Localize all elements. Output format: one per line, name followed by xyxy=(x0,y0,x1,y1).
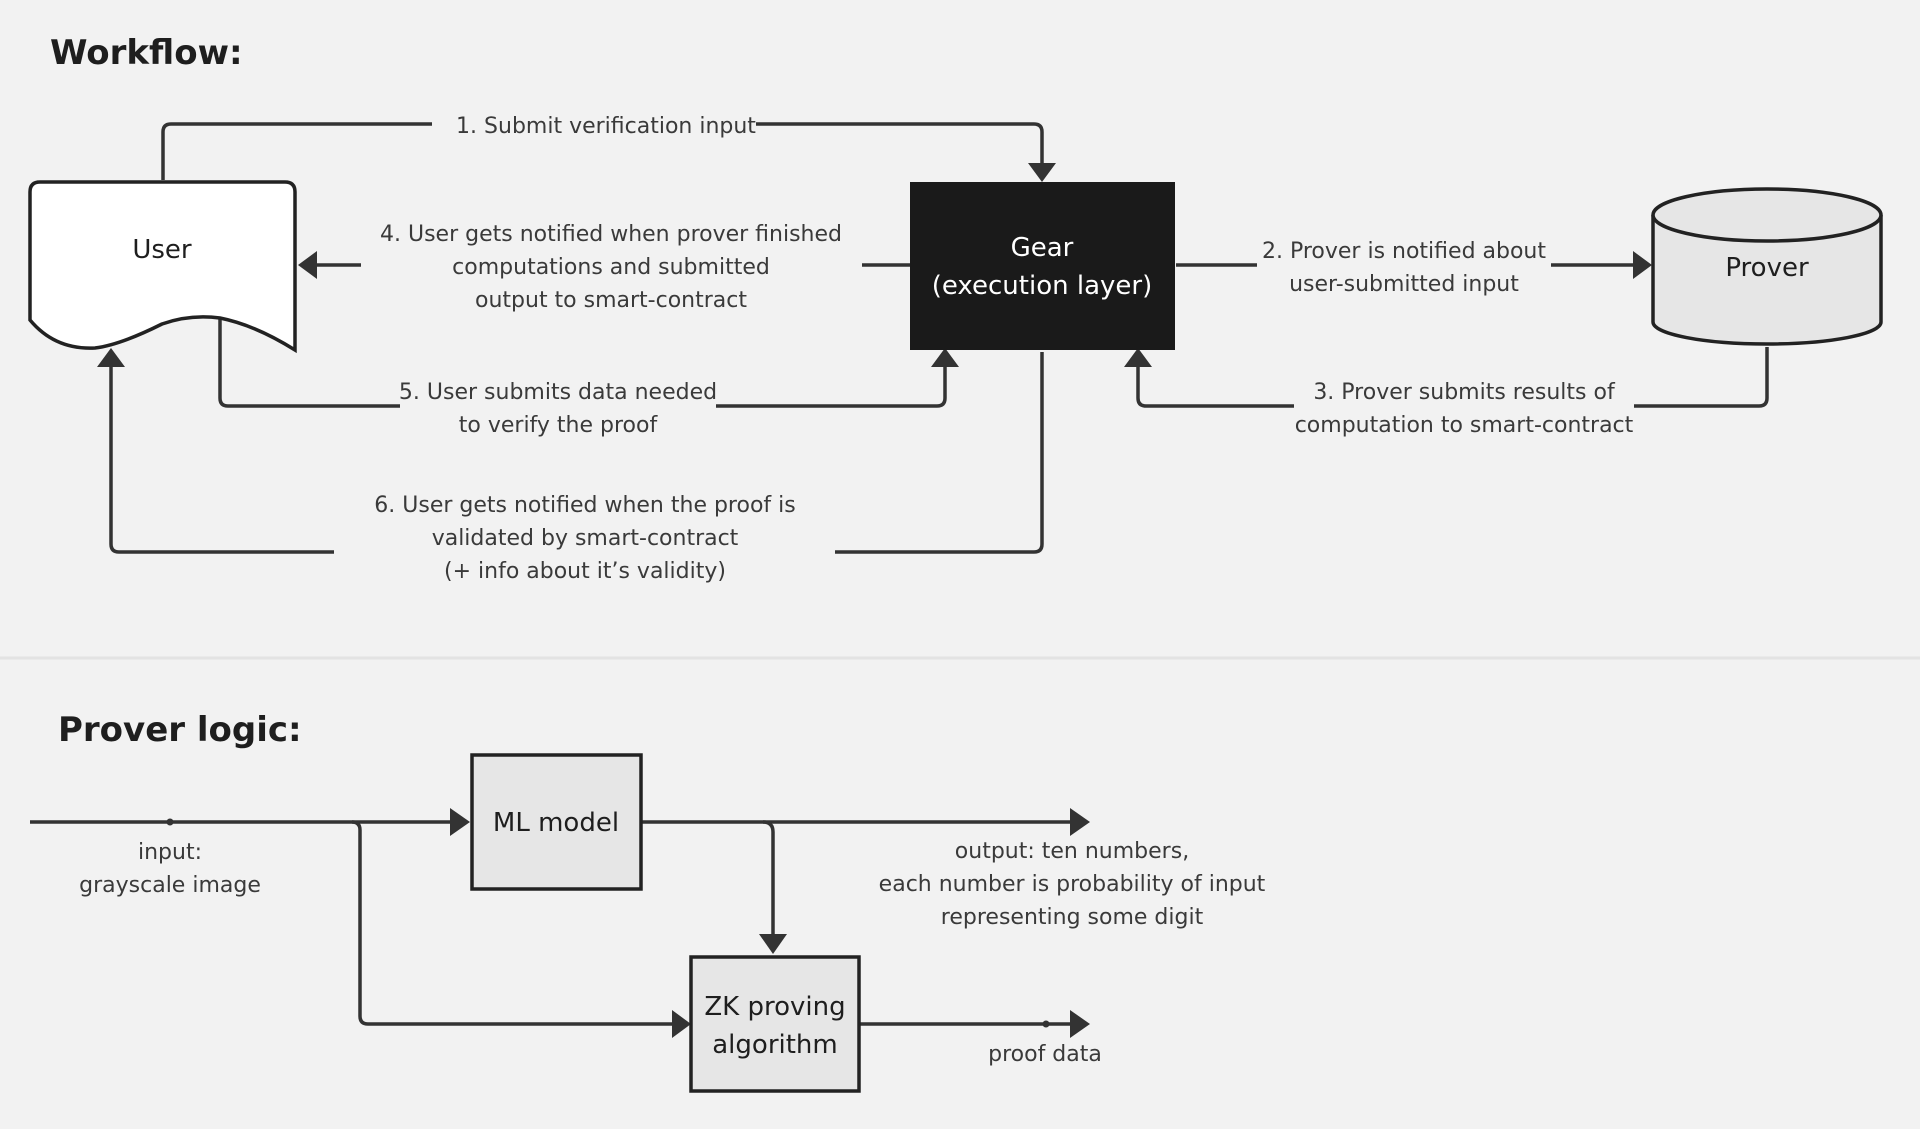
edge-step3-left xyxy=(1136,362,1294,408)
step6-label-line2: validated by smart-contract xyxy=(432,526,739,551)
step1-label: 1. Submit verification input xyxy=(456,114,756,139)
step3-label-line2: computation to smart-contract xyxy=(1295,413,1634,438)
edge-step3-right xyxy=(1634,347,1769,408)
step4-label-line2: computations and submitted xyxy=(452,255,770,280)
arrowhead-step1 xyxy=(1028,163,1056,182)
output-label-line2: each number is probability of input xyxy=(879,872,1266,897)
proof-data-label: proof data xyxy=(988,1042,1102,1067)
workflow-title: Workflow: xyxy=(50,33,243,73)
edge-step6-right xyxy=(835,352,1044,554)
input-label-line1: input: xyxy=(138,840,202,865)
prover-node-body xyxy=(1651,215,1883,346)
arrowhead-step3 xyxy=(1124,348,1152,367)
user-node-label: User xyxy=(132,235,192,265)
gear-node-label-line1: Gear xyxy=(1011,233,1074,263)
edge-input-to-zk xyxy=(351,820,676,1026)
ml-model-label: ML model xyxy=(493,808,619,838)
arrowhead-step5 xyxy=(931,348,959,367)
edge-step1-right xyxy=(756,122,1044,168)
output-label-line3: representing some digit xyxy=(941,905,1204,930)
step6-label-line1: 6. User gets notified when the proof is xyxy=(374,493,795,518)
step5-label-line1: 5. User submits data needed xyxy=(399,380,717,405)
step5-label-line2: to verify the proof xyxy=(459,413,659,438)
arrowhead-input-zk xyxy=(672,1010,691,1038)
step2-label-line2: user-submitted input xyxy=(1289,272,1519,297)
edge-step6-left xyxy=(109,362,334,554)
prover-node-label: Prover xyxy=(1725,253,1809,283)
step4-label-line1: 4. User gets notified when prover finish… xyxy=(380,222,842,247)
user-node xyxy=(28,180,297,354)
arrowhead-ml-zk xyxy=(759,934,787,954)
gear-node xyxy=(910,182,1175,350)
arrowhead-output xyxy=(1070,808,1090,836)
arrowhead-step4 xyxy=(298,251,317,279)
zk-proving-node xyxy=(689,955,861,1093)
step4-label-line3: output to smart-contract xyxy=(475,288,747,313)
proof-junction-dot xyxy=(1042,1020,1050,1028)
zk-proving-label-line2: algorithm xyxy=(712,1030,837,1060)
edge-step5-left xyxy=(218,318,400,408)
edge-step5-right xyxy=(716,362,947,408)
step3-label-line1: 3. Prover submits results of xyxy=(1313,380,1616,405)
output-label-line1: output: ten numbers, xyxy=(955,839,1189,864)
step6-label-line3: (+ info about it’s validity) xyxy=(444,559,726,584)
arrowhead-step6 xyxy=(97,348,125,367)
arrowhead-step2 xyxy=(1633,251,1652,279)
gear-node-label-line2: (execution layer) xyxy=(932,271,1152,301)
input-label-line2: grayscale image xyxy=(79,873,261,898)
input-junction-dot xyxy=(166,818,174,826)
step2-label-line1: 2. Prover is notified about xyxy=(1262,239,1546,264)
edge-ml-to-zk xyxy=(762,820,775,939)
zk-proving-label-line1: ZK proving xyxy=(704,992,845,1022)
arrowhead-input-ml xyxy=(450,808,470,836)
arrowhead-proof xyxy=(1070,1010,1090,1038)
ml-model-node xyxy=(470,753,643,891)
edge-step1-left xyxy=(161,122,432,180)
prover-node-top xyxy=(1651,187,1883,243)
prover-logic-title: Prover logic: xyxy=(58,710,302,750)
